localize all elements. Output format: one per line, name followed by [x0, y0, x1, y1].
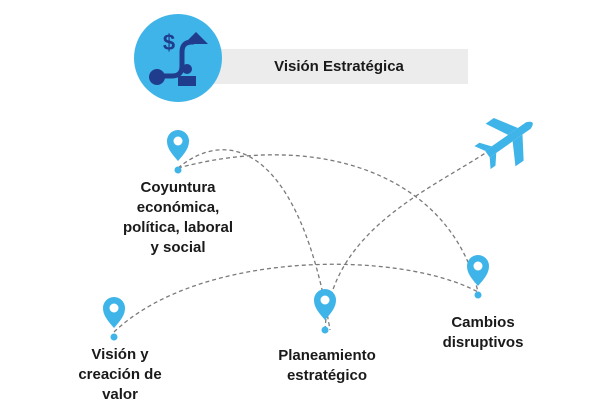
arrow-head-icon	[184, 32, 208, 44]
label-line: estratégico	[286, 367, 368, 384]
dot-planeamiento	[321, 326, 329, 334]
label-line: económica,	[136, 199, 220, 216]
dot-cambios	[474, 291, 482, 299]
label-line: Cambios	[451, 314, 515, 331]
strategy-icon: $	[134, 14, 222, 102]
start-dot-icon	[149, 69, 165, 85]
label-cambios: Cambios disruptivos	[428, 313, 538, 353]
pin-planeamiento	[314, 289, 336, 320]
label-line: valor	[102, 386, 138, 403]
airplane-icon	[474, 117, 533, 170]
path-planeamiento-plane	[324, 149, 491, 331]
label-line: disruptivos	[442, 334, 524, 351]
pin-vision	[103, 297, 125, 328]
label-line: Visión y	[91, 346, 149, 363]
label-planeamiento: Planeamiento estratégico	[262, 346, 392, 386]
page-title: Visión Estratégica	[274, 58, 404, 75]
person-head-icon	[182, 64, 192, 74]
label-line: Planeamiento	[278, 347, 376, 364]
pin-cambios	[467, 255, 489, 286]
dollar-sign-icon: $	[163, 30, 175, 55]
dot-coyuntura	[174, 166, 182, 174]
pin-coyuntura	[167, 130, 189, 161]
label-coyuntura: Coyuntura económica, política, laboral y…	[108, 178, 248, 258]
label-line: creación de	[78, 366, 162, 383]
path-coyuntura-planeamiento	[177, 149, 331, 331]
path-vision-cambios	[113, 263, 479, 333]
label-line: Coyuntura	[140, 179, 216, 196]
strategy-icon-circle	[134, 14, 222, 102]
person-body-icon	[178, 76, 196, 86]
title-bar	[200, 49, 468, 84]
label-line: política, laboral	[122, 219, 234, 236]
label-vision: Visión y creación de valor	[60, 345, 180, 405]
label-line: y social	[150, 239, 206, 256]
path-coyuntura-cambios	[177, 154, 479, 293]
dot-vision	[110, 333, 118, 341]
